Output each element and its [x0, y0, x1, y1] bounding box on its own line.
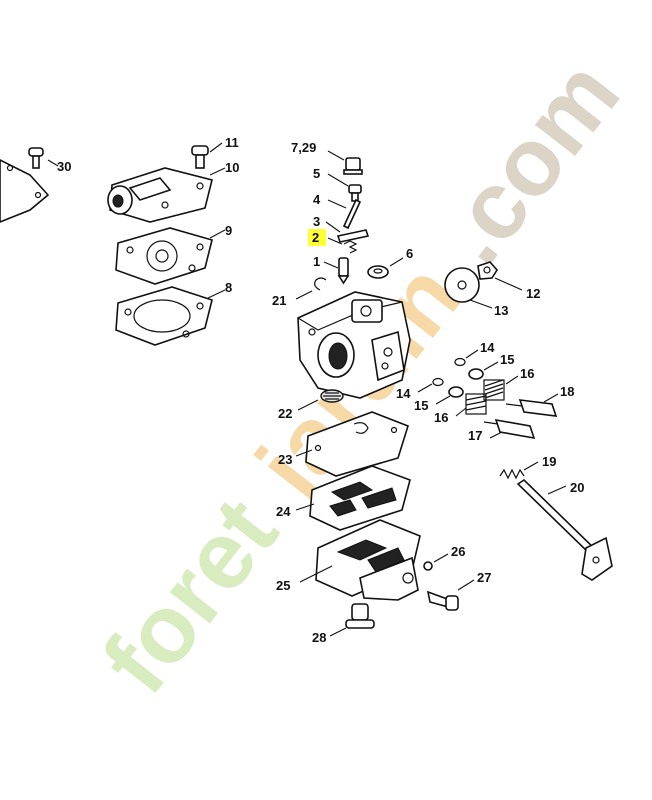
carburetor-body [297, 291, 411, 399]
label-30: 30 [57, 159, 71, 174]
part-10-pump-cover [107, 167, 226, 223]
label-1: 1 [313, 254, 320, 269]
label-5: 5 [313, 166, 320, 181]
part-25-end-cover [299, 519, 421, 601]
label-19: 19 [542, 454, 556, 469]
part-23-gasket [295, 411, 409, 477]
part-14-oring-a [454, 349, 479, 367]
part-17-adjust-screw [483, 418, 536, 440]
part-8-gasket [115, 286, 226, 346]
label-26: 26 [451, 544, 465, 559]
label-2: 2 [312, 230, 319, 245]
label-12: 12 [526, 286, 540, 301]
label-21: 21 [272, 293, 286, 308]
label-10: 10 [225, 160, 239, 175]
label-11: 11 [225, 135, 239, 150]
label-16-a: 16 [520, 366, 534, 381]
part-1-inlet-needle [323, 257, 350, 285]
part-6-washer [367, 257, 404, 279]
label-13: 13 [494, 303, 508, 318]
part-16-spring-b [455, 393, 487, 417]
label-8: 8 [225, 280, 232, 295]
part-18-adjust-screw [505, 393, 559, 417]
part-5-screw [327, 173, 362, 202]
part-20-throttle-shaft [516, 478, 613, 581]
label-14-b: 14 [396, 386, 411, 401]
label-23: 23 [278, 452, 292, 467]
part-7-29-plug [327, 150, 363, 175]
label-6: 6 [406, 246, 413, 261]
label-15-b: 15 [414, 398, 428, 413]
label-24: 24 [276, 504, 291, 519]
label-7-29: 7,29 [291, 140, 316, 155]
watermark-text-gray: .com [418, 41, 640, 283]
part-26-ball [423, 553, 449, 571]
label-25: 25 [276, 578, 290, 593]
part-24-metering-diaphragm [295, 465, 411, 531]
part-21-clip [295, 277, 327, 300]
label-4: 4 [313, 192, 321, 207]
label-18: 18 [560, 384, 574, 399]
label-17: 17 [468, 428, 482, 443]
part-15-washer-b [435, 386, 464, 405]
label-9: 9 [225, 223, 232, 238]
part-27-screw [426, 579, 475, 611]
label-27: 27 [477, 570, 491, 585]
screw-30 [28, 147, 44, 169]
part-22-screen [297, 389, 344, 411]
label-22: 22 [278, 406, 292, 421]
part-11-screw [191, 142, 223, 169]
part-30-cover [0, 147, 59, 223]
label-3: 3 [313, 214, 320, 229]
part-14-oring-b [417, 377, 444, 393]
label-15-a: 15 [500, 352, 514, 367]
part-3-inlet-lever [325, 221, 370, 243]
label-14-a: 14 [480, 340, 495, 355]
label-16-b: 16 [434, 410, 448, 425]
part-16-spring-a [483, 375, 519, 401]
part-12-fitting [477, 261, 523, 291]
highlight-box [308, 229, 326, 246]
part-13-plate [444, 267, 493, 309]
part-28-screw [329, 603, 375, 637]
part-19-spring [499, 461, 539, 480]
label-20: 20 [570, 480, 584, 495]
part-15-washer-a [468, 361, 499, 380]
label-28: 28 [312, 630, 326, 645]
part-4-pin [327, 198, 362, 230]
watermark-text-green: foret [82, 479, 298, 713]
part-9-diaphragm [115, 227, 226, 285]
part-2-spring [327, 237, 358, 254]
